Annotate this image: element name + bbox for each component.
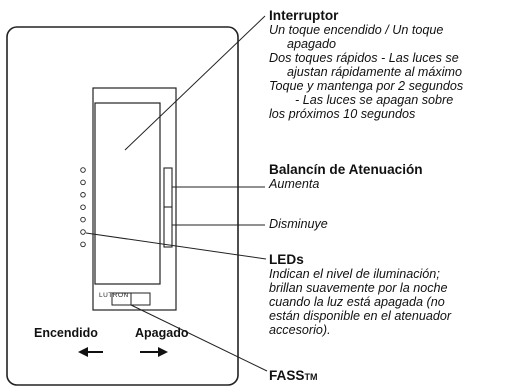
callout-leds-title: LEDs (269, 252, 304, 267)
leader-fass (130, 304, 268, 372)
wallplate (6, 26, 239, 386)
trademark-mark: TM (304, 372, 318, 382)
led-column (80, 167, 86, 248)
led-dot (80, 179, 86, 186)
label-encendido: Encendido (34, 326, 98, 340)
leds-line-1: Indican el nivel de iluminación; (269, 267, 440, 281)
leader-leds (85, 232, 267, 260)
callout-interruptor-title: Interruptor (269, 8, 339, 23)
arrow-left-icon (78, 347, 103, 357)
tap-switch (94, 102, 161, 285)
led-dot (80, 167, 86, 173)
led-dot (80, 204, 86, 210)
leds-line-2: brillan suavemente por la noche (269, 281, 448, 295)
callout-balancin: Balancín de Atenuación Aumenta (269, 162, 423, 191)
interruptor-line-2: apagado (287, 37, 337, 51)
led-dot (80, 216, 86, 223)
led-dot (80, 192, 86, 198)
callout-disminuye: Disminuye (269, 217, 328, 231)
label-apagado: Apagado (135, 326, 189, 340)
brand-logo: LUTRON (99, 292, 129, 299)
interruptor-line-4: ajustan rápidamente al máximo (287, 65, 463, 79)
interruptor-line-5: Toque y mantenga por 2 segundos (269, 79, 464, 93)
arrow-right-icon (140, 347, 168, 357)
balancin-disminuye: Disminuye (269, 217, 328, 231)
callout-balancin-title: Balancín de Atenuación (269, 162, 423, 177)
led-dot (80, 229, 86, 235)
balancin-aumenta: Aumenta (269, 177, 320, 191)
interruptor-line-1: Un toque encendido / Un toque (269, 23, 444, 37)
interruptor-line-7: los próximos 10 segundos (269, 107, 416, 121)
callout-fass: FASSTM (269, 368, 318, 384)
interruptor-line-6: - Las luces se apagan sobre (295, 93, 454, 107)
callout-interruptor: Interruptor Un toque encendido / Un toqu… (269, 8, 463, 121)
callout-leds: LEDs Indican el nivel de iluminación; br… (269, 252, 451, 337)
leader-interruptor (124, 15, 266, 151)
dimmer-body (92, 87, 177, 311)
interruptor-line-3: Dos toques rápidos - Las luces se (269, 51, 459, 65)
leds-line-5: accesorio). (269, 323, 331, 337)
leds-line-4: están disponible en el atenuador (269, 309, 452, 323)
callout-fass-title: FASS (269, 368, 305, 383)
led-dot (80, 241, 86, 248)
leds-line-3: cuando la luz está apagada (no (269, 295, 445, 309)
